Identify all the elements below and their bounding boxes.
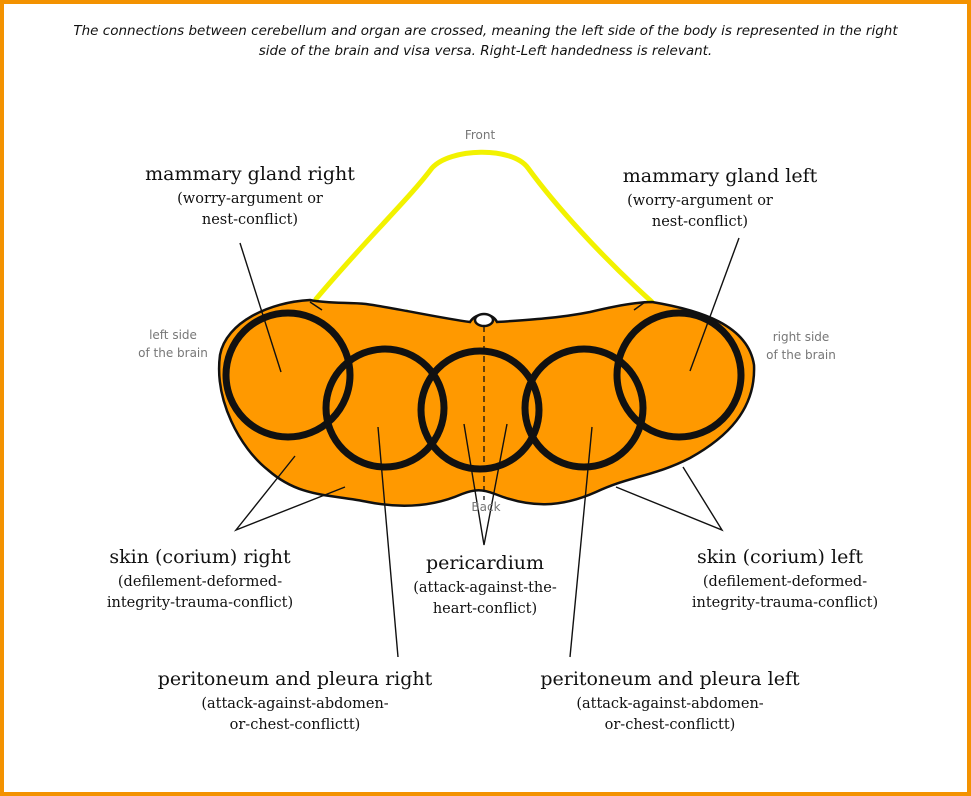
midline-top-marker <box>473 312 495 328</box>
skin-right-sub-1: (defilement-deformed- <box>117 574 283 590</box>
leader-peritoneum-left <box>569 426 593 658</box>
ring-peritoneum-left <box>521 345 647 471</box>
back-label: Back <box>471 500 501 514</box>
right-side-label-line-1: right side <box>772 330 830 344</box>
ring-peritoneum-right <box>322 345 448 471</box>
left-side-label-line-2: of the brain <box>138 346 208 360</box>
peritoneum-right-sub-2: or-chest-conflictt) <box>229 717 361 733</box>
ring-pericardium <box>417 347 543 473</box>
skin-right-title: skin (corium) right <box>109 546 291 568</box>
notch-left <box>309 301 323 311</box>
mammary-right-title: mammary gland right <box>145 163 355 185</box>
caption-line-1: The connections between cerebellum and o… <box>73 23 898 39</box>
skin-left-title: skin (corium) left <box>697 546 863 568</box>
leader-mammary-right <box>239 242 282 373</box>
leader-mammary-left <box>689 237 740 372</box>
front-outline <box>313 149 655 305</box>
peritoneum-left-title: peritoneum and pleura left <box>540 668 800 690</box>
left-side-label-line-1: left side <box>149 328 197 342</box>
mammary-left-sub-1: (worry-argument or <box>627 193 773 209</box>
right-side-label-line-2: of the brain <box>766 348 836 362</box>
mammary-right-sub-1: (worry-argument or <box>177 191 323 207</box>
leader-skin-left <box>615 466 724 532</box>
skin-left-sub-2: integrity-trauma-conflict) <box>691 595 879 611</box>
peritoneum-left-sub-1: (attack-against-abdomen- <box>576 696 764 712</box>
mammary-left-title: mammary gland left <box>622 165 818 187</box>
ring-mammary-right <box>222 309 354 441</box>
cerebellum-body <box>217 298 756 508</box>
mammary-right-sub-2: nest-conflict) <box>201 212 299 228</box>
pericardium-sub-2: heart-conflict) <box>432 601 538 617</box>
leader-pericardium <box>463 423 508 546</box>
skin-right-sub-2: integrity-trauma-conflict) <box>106 595 294 611</box>
pericardium-title: pericardium <box>425 552 545 574</box>
leader-peritoneum-right <box>377 426 399 658</box>
peritoneum-right-sub-1: (attack-against-abdomen- <box>201 696 389 712</box>
ring-mammary-left <box>613 309 745 441</box>
front-label: Front <box>464 128 496 142</box>
peritoneum-right-title: peritoneum and pleura right <box>157 668 433 690</box>
mammary-left-sub-2: nest-conflict) <box>651 214 749 230</box>
caption-line-2: side of the brain and visa versa. Right-… <box>258 43 713 59</box>
peritoneum-left-sub-2: or-chest-conflictt) <box>604 717 736 733</box>
skin-left-sub-1: (defilement-deformed- <box>702 574 868 590</box>
leader-skin-right <box>233 455 346 532</box>
pericardium-sub-1: (attack-against-the- <box>413 580 557 596</box>
notch-right <box>633 301 646 311</box>
